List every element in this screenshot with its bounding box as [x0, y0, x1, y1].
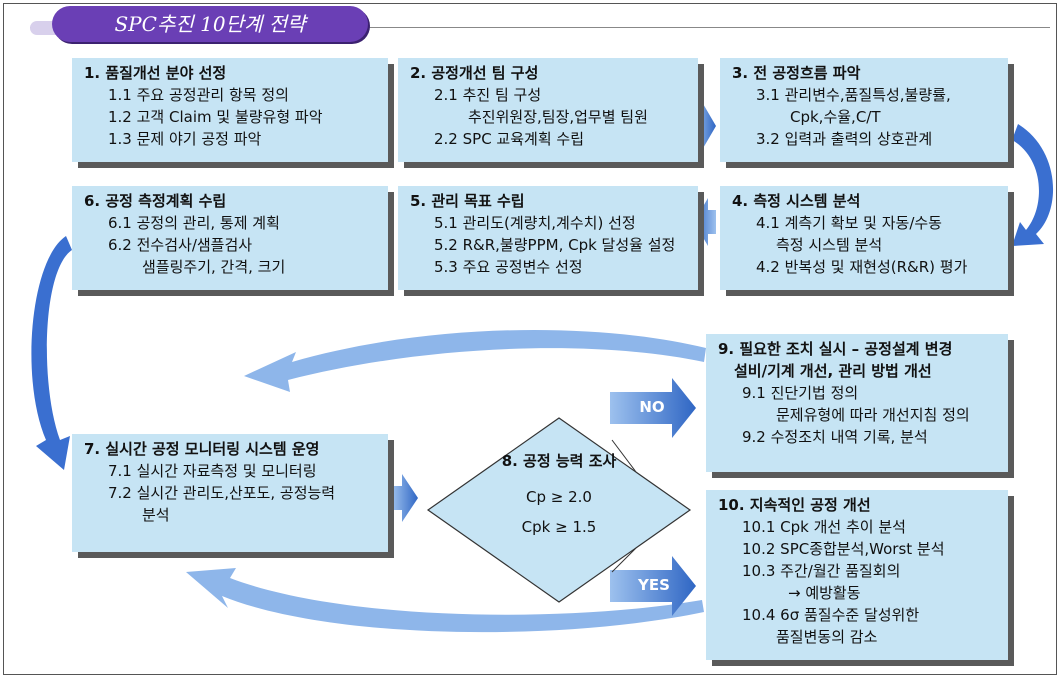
step-9-line-4: 9.2 수정조치 내역 기록, 분석: [742, 428, 928, 446]
arrow-7-to-8: [392, 474, 418, 522]
decision-diamond: [426, 417, 692, 603]
step-3-title: 3. 전 공정흐름 파악: [732, 64, 861, 82]
step-3-line-3: 3.2 입력과 출력의 상호관계: [756, 130, 933, 148]
step-8-title: 8. 공정 능력 조사: [501, 452, 617, 470]
step-1-line-2: 1.2 고객 Claim 및 불량유형 파악: [108, 108, 323, 126]
step-5-line-2: 5.2 R&R,불량PPM, Cpk 달성율 설정: [434, 236, 676, 254]
step-3-box: 3. 전 공정흐름 파악 3.1 관리변수,품질특성,불량률, Cpk,수율,C…: [720, 58, 1008, 162]
step-1-box: 1. 품질개선 분야 선정 1.1 주요 공정관리 항목 정의 1.2 고객 C…: [72, 58, 388, 162]
step-9-line-1: 설비/기계 개선, 관리 방법 개선: [734, 362, 932, 380]
step-2-line-2: 추진위원장,팀장,업무별 팀원: [468, 108, 648, 126]
step-4-line-2: 측정 시스템 분석: [776, 236, 883, 254]
branch-no-label: NO: [639, 398, 665, 416]
step-10-line-6: 품질변동의 감소: [776, 628, 878, 646]
step-3-line-1: 3.1 관리변수,품질특성,불량률,: [756, 86, 951, 104]
arrow-yes: [610, 556, 696, 616]
step-2-line-1: 2.1 추진 팀 구성: [434, 86, 542, 104]
step-10-title: 10. 지속적인 공정 개선: [718, 496, 871, 514]
step-6-title: 6. 공정 측정계획 수립: [84, 192, 227, 210]
step-7-title: 7. 실시간 공정 모니터링 시스템 운영: [84, 440, 320, 458]
step-10-line-2: 10.2 SPC종합분석,Worst 분석: [742, 540, 945, 558]
arrow-6-to-7: [31, 236, 72, 470]
arrow-4-to-5: [694, 198, 716, 246]
branch-yes-label: YES: [638, 576, 670, 594]
step-1-title: 1. 품질개선 분야 선정: [84, 64, 227, 82]
diamond-to-yes: [611, 547, 637, 573]
diamond-to-no: [611, 439, 637, 473]
diagram-title: SPC추진 10단계 전략: [52, 6, 368, 42]
step-4-title: 4. 측정 시스템 분석: [732, 192, 861, 210]
step-7-box: 7. 실시간 공정 모니터링 시스템 운영 7.1 실시간 자료측정 및 모니터…: [72, 434, 388, 552]
step-7-line-1: 7.1 실시간 자료측정 및 모니터링: [108, 462, 317, 480]
step-10-box: 10. 지속적인 공정 개선 10.1 Cpk 개선 추이 분석 10.2 SP…: [706, 490, 1008, 660]
step-5-line-1: 5.1 관리도(계량치,계수치) 선정: [434, 214, 636, 232]
arrow-9-loop-back: [244, 329, 706, 392]
step-8-cpk: Cpk ≥ 1.5: [521, 518, 597, 536]
step-1-line-1: 1.1 주요 공정관리 항목 정의: [108, 86, 289, 104]
step-6-line-3: 샘플링주기, 간격, 크기: [142, 258, 286, 276]
step-7-line-2: 7.2 실시간 관리도,산포도, 공정능력: [108, 484, 336, 502]
arrow-10-loop-back: [186, 568, 704, 633]
step-9-box: 9. 필요한 조치 실시 – 공정설계 변경 설비/기계 개선, 관리 방법 개…: [706, 334, 1008, 472]
step-6-line-2: 6.2 전수검사/샘플검사: [108, 236, 253, 254]
step-4-line-3: 4.2 반복성 및 재현성(R&R) 평가: [756, 258, 968, 276]
step-1-line-3: 1.3 문제 야기 공정 파악: [108, 130, 262, 148]
step-7-line-3: 분석: [142, 506, 170, 524]
arrow-3-to-4: [1012, 124, 1054, 246]
step-5-line-3: 5.3 주요 공정변수 선정: [434, 258, 583, 276]
step-10-line-1: 10.1 Cpk 개선 추이 분석: [742, 518, 906, 536]
step-8-cp: Cp ≥ 2.0: [526, 488, 592, 506]
step-8-decision: 8. 공정 능력 조사 Cp ≥ 2.0 Cpk ≥ 1.5: [428, 418, 690, 602]
step-5-box: 5. 관리 목표 수립 5.1 관리도(계량치,계수치) 선정 5.2 R&R,…: [398, 186, 698, 290]
step-10-line-5: 10.4 6σ 품질수준 달성위한: [742, 606, 920, 624]
arrow-2-to-3: [694, 102, 716, 150]
step-10-line-3: 10.3 주간/월간 품질회의: [742, 562, 901, 580]
step-6-line-1: 6.1 공정의 관리, 통제 계획: [108, 214, 280, 232]
step-4-box: 4. 측정 시스템 분석 4.1 계측기 확보 및 자동/수동 측정 시스템 분…: [720, 186, 1008, 290]
step-9-title: 9. 필요한 조치 실시 – 공정설계 변경: [718, 340, 953, 358]
step-5-title: 5. 관리 목표 수립: [410, 192, 525, 210]
step-2-title: 2. 공정개선 팀 구성: [410, 64, 539, 82]
step-6-box: 6. 공정 측정계획 수립 6.1 공정의 관리, 통제 계획 6.2 전수검사…: [72, 186, 388, 290]
step-3-line-2: Cpk,수율,C/T: [790, 108, 881, 126]
step-9-line-3: 문제유형에 따라 개선지침 정의: [776, 406, 970, 424]
slide-frame: [3, 3, 1057, 675]
step-9-line-2: 9.1 진단기법 정의: [742, 384, 859, 402]
step-2-box: 2. 공정개선 팀 구성 2.1 추진 팀 구성 추진위원장,팀장,업무별 팀원…: [398, 58, 698, 162]
arrow-no: [610, 378, 696, 438]
step-10-line-4: → 예방활동: [788, 584, 861, 602]
step-2-line-3: 2.2 SPC 교육계획 수립: [434, 130, 585, 148]
step-4-line-1: 4.1 계측기 확보 및 자동/수동: [756, 214, 942, 232]
header-rule: [30, 27, 1050, 28]
